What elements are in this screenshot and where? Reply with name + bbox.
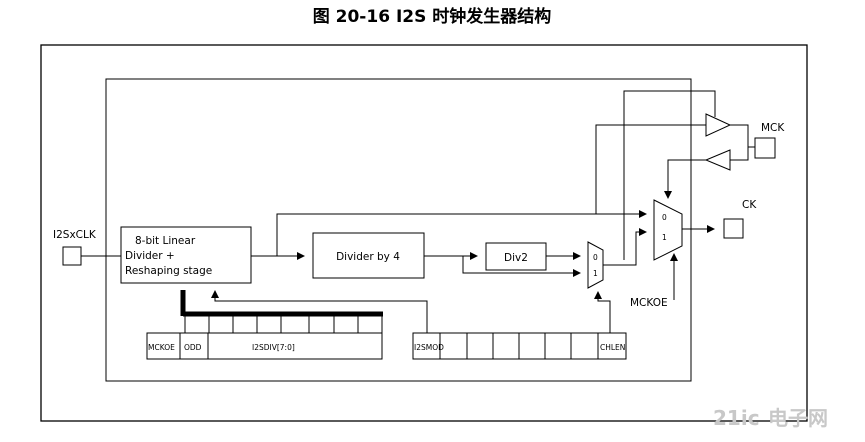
wire-bypass-to-mux2 xyxy=(276,210,647,256)
ck-label: CK xyxy=(742,199,757,211)
wire-mck-rail xyxy=(623,90,716,260)
wire-to-mux1-in1 xyxy=(462,256,581,277)
mux1-in0-label: 0 xyxy=(593,253,598,262)
reg2-field-i2smod: I2SMOD xyxy=(414,343,444,352)
reg1-field-odd: ODD xyxy=(184,343,202,352)
wire-to-mck-buffer xyxy=(595,124,706,214)
linear-divider-line2: Divider + xyxy=(125,250,175,262)
linear-divider-block xyxy=(120,226,252,284)
ck-pin xyxy=(723,218,744,239)
input-clock-label: I2SxCLK xyxy=(53,229,97,241)
figure-title: 图 20-16 I2S 时钟发生器结构 xyxy=(313,6,552,27)
reg1-field-i2sdiv: I2SDIV[7:0] xyxy=(252,343,295,352)
wire-mck-in xyxy=(730,147,749,161)
linear-divider-line1: 8-bit Linear xyxy=(135,235,196,247)
mux1-in1-label: 1 xyxy=(593,269,598,278)
outer-frame xyxy=(40,44,808,422)
divider-by-4-label: Divider by 4 xyxy=(336,251,400,263)
linear-divider-line3: Reshaping stage xyxy=(125,265,212,277)
watermark-brand: 21ic xyxy=(713,406,760,430)
wire-regs-to-divider xyxy=(211,290,428,333)
mck-label: MCK xyxy=(761,122,785,134)
mux2-in0-label: 0 xyxy=(662,213,667,222)
reg2-field-chlen: CHLEN xyxy=(600,343,625,352)
watermark-text: 电子网 xyxy=(768,406,828,430)
mck-pin xyxy=(754,137,776,159)
wire-mck-out xyxy=(730,124,755,148)
div2-label: Div2 xyxy=(504,252,528,264)
mckoe-label: MCKOE xyxy=(630,297,668,309)
mux2 xyxy=(653,199,683,261)
register-2 xyxy=(412,332,627,360)
mux2-in1-label: 1 xyxy=(662,233,667,242)
mck-out-buffer xyxy=(705,113,732,137)
register-1 xyxy=(146,290,383,360)
wire-mck-to-mux2 xyxy=(664,159,706,199)
reg1-field-mckoe: MCKOE xyxy=(148,343,175,352)
wire-chlen-to-mux1 xyxy=(594,291,611,333)
mux1 xyxy=(587,241,604,289)
inner-frame xyxy=(105,78,692,382)
div2-block xyxy=(485,242,547,271)
wire-mux1-to-mux2 xyxy=(603,228,647,266)
input-clock-pin xyxy=(62,246,82,266)
mck-in-buffer xyxy=(704,149,731,171)
